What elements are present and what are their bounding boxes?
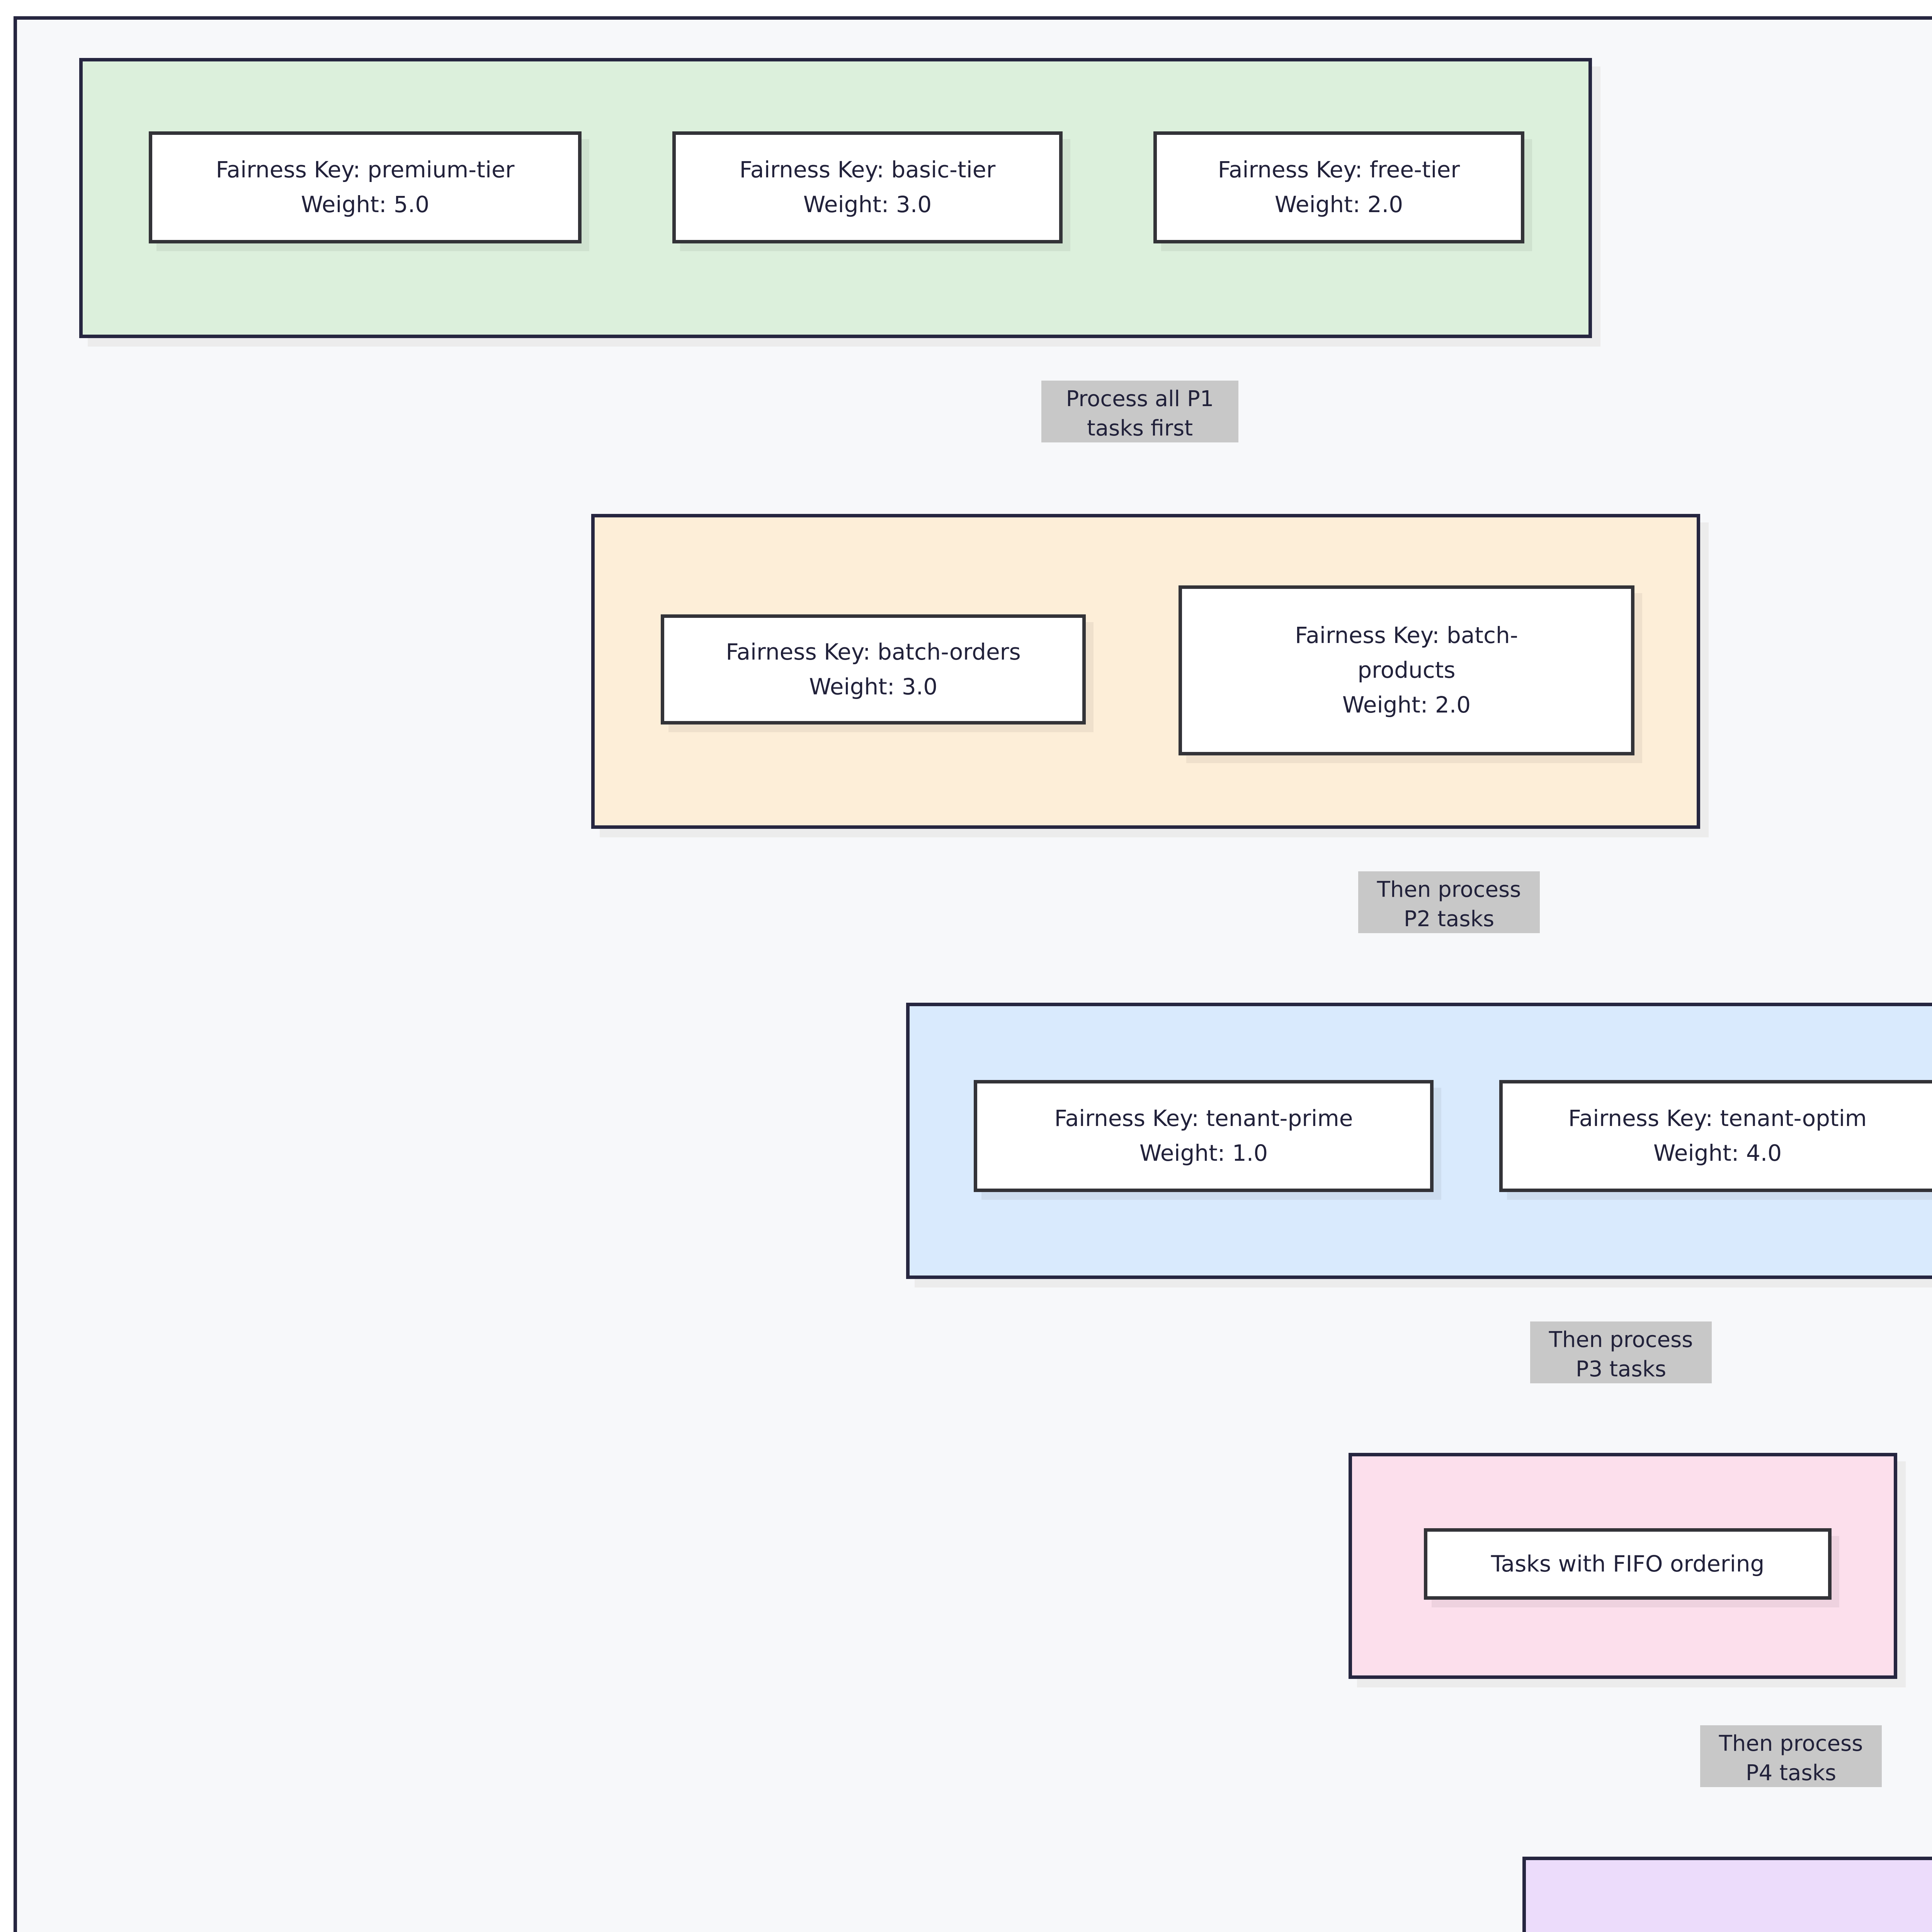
node-line-1: Fairness Key: premium-tier xyxy=(216,156,515,183)
node-line-1: Tasks with FIFO ordering xyxy=(1491,1550,1765,1577)
node-line-1: Fairness Key: tenant-optim xyxy=(1568,1105,1867,1132)
node-line-1: Fairness Key: basic-tier xyxy=(739,156,996,183)
cluster-priority-level-5 xyxy=(1522,1857,1932,1932)
node-line-2: Weight: 1.0 xyxy=(1139,1140,1268,1166)
node-fairness-free-tier[interactable]: Fairness Key: free-tier Weight: 2.0 xyxy=(1153,131,1524,243)
node-line-2: Weight: 3.0 xyxy=(803,191,932,218)
node-line-1: Fairness Key: free-tier xyxy=(1218,156,1460,183)
node-line-2: Weight: 3.0 xyxy=(809,673,938,700)
node-line-2: products xyxy=(1357,657,1456,684)
node-fairness-batch-orders[interactable]: Fairness Key: batch-orders Weight: 3.0 xyxy=(661,614,1086,724)
node-line-2: Weight: 2.0 xyxy=(1274,191,1403,218)
node-fairness-tenant-prime[interactable]: Fairness Key: tenant-prime Weight: 1.0 xyxy=(974,1080,1434,1192)
node-fairness-basic-tier[interactable]: Fairness Key: basic-tier Weight: 3.0 xyxy=(672,131,1063,243)
node-line-2: Weight: 4.0 xyxy=(1653,1140,1782,1166)
node-line-1: Fairness Key: batch-orders xyxy=(726,638,1021,665)
node-line-2: Weight: 5.0 xyxy=(301,191,430,218)
node-fairness-premium-tier[interactable]: Fairness Key: premium-tier Weight: 5.0 xyxy=(149,131,582,243)
node-p4-fifo[interactable]: Tasks with FIFO ordering xyxy=(1424,1528,1832,1600)
node-line-3: Weight: 2.0 xyxy=(1342,691,1471,718)
edge-label-then-process-p3: Then process P3 tasks xyxy=(1530,1321,1712,1383)
node-fairness-batch-products[interactable]: Fairness Key: batch- products Weight: 2.… xyxy=(1179,585,1634,755)
node-line-1: Fairness Key: tenant-prime xyxy=(1054,1105,1353,1132)
edge-label-then-process-p2: Then process P2 tasks xyxy=(1358,871,1540,933)
edge-label-process-all-p1: Process all P1 tasks first xyxy=(1041,381,1238,442)
edge-label-then-process-p4: Then process P4 tasks xyxy=(1700,1725,1882,1787)
node-line-1: Fairness Key: batch- xyxy=(1295,622,1518,649)
node-fairness-tenant-optim[interactable]: Fairness Key: tenant-optim Weight: 4.0 xyxy=(1499,1080,1932,1192)
